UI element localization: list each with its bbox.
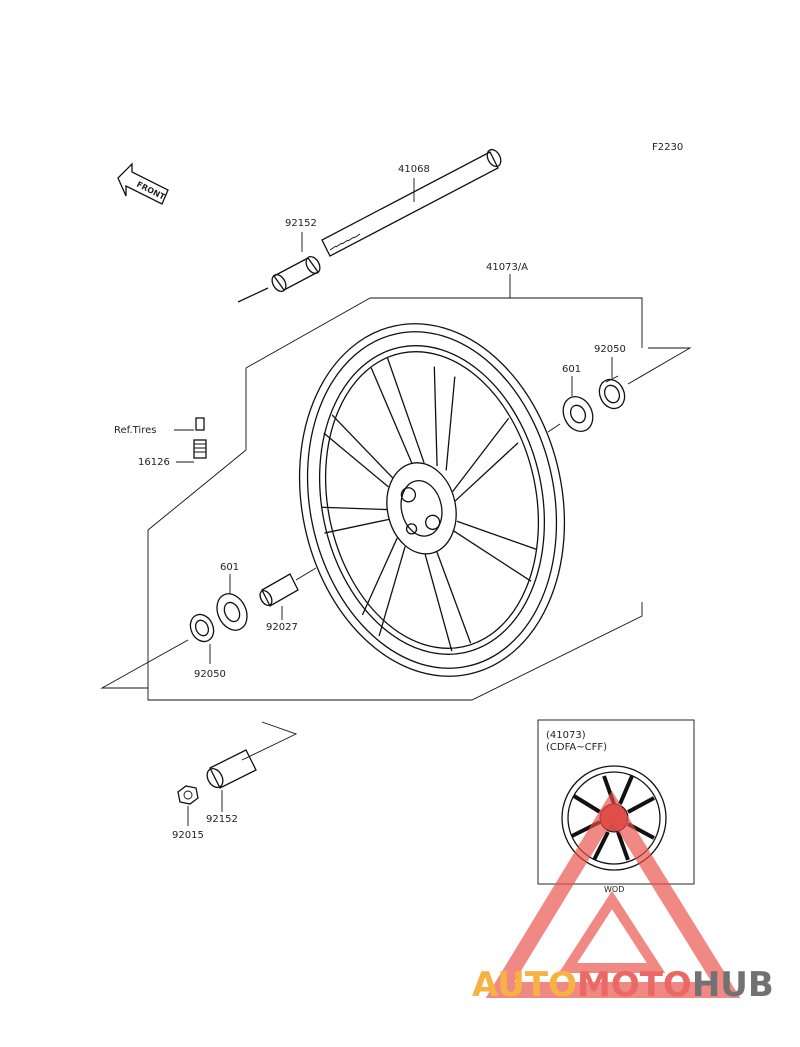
wheel-assembly-outline [147,274,643,701]
bearing-right-part [562,395,594,433]
seal-left-label: 92050 [194,669,226,680]
valve-label: 16126 [138,457,170,468]
valve-part [193,417,207,459]
collar-bottom-label: 92152 [206,814,238,825]
watermark-moto: MOTO [577,965,692,1005]
seal-right-part [598,375,626,410]
wheel-part [298,323,566,677]
axle-label: 41068 [398,164,430,175]
collar-top-part [271,255,321,293]
seal-right-label: 92050 [594,344,626,355]
watermark-logo: AUTOMOTOHUB [472,790,774,1005]
inset-caption: WOD [604,885,624,894]
figure-code: F2230 [652,142,683,153]
sleeve-label: 92027 [266,622,298,633]
collar-top-label: 92152 [285,218,317,229]
nut-part [177,785,199,805]
nut-label: 92015 [172,830,204,841]
bearing-right-label: 601 [562,364,581,375]
bearing-left-part [216,593,248,631]
sleeve-part [259,573,299,607]
watermark-auto: AUTO [472,965,577,1005]
svg-text:AUTOMOTOHUB: AUTOMOTOHUB [472,965,774,1005]
axle-part [237,148,502,303]
bearing-left-label: 601 [220,562,239,573]
inset-line1: (41073) [546,730,586,741]
front-arrow-icon: FRONT [117,162,169,205]
seal-left-part [189,613,215,643]
watermark-hub: HUB [692,965,774,1005]
collar-bottom-part [206,749,257,789]
inset-line2: (CDFA~CFF) [546,742,607,753]
wheel-label: 41073/A [486,262,528,273]
ref-tires-label: Ref.Tires [114,425,156,436]
